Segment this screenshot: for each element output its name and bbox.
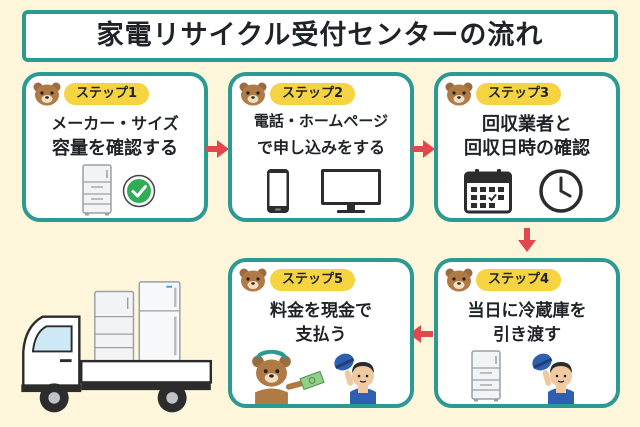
- step-4-header: ステップ4: [444, 267, 604, 293]
- bear-icon: [239, 268, 267, 292]
- smartphone-icon: [267, 169, 289, 213]
- step-2-card: ステップ2 電話・ホームページ で申し込みをする: [228, 72, 414, 222]
- step-5-line-2: 支払う: [295, 325, 347, 345]
- page-title: 家電リサイクル受付センターの流れ: [96, 20, 544, 51]
- refrigerator-icon: [471, 350, 501, 402]
- step-1-card: ステップ1 メーカー・サイズ 容量を確認する: [22, 72, 208, 222]
- step-1-line-1: メーカー・サイズ: [51, 114, 179, 133]
- step-2-line-1: 電話・ホームページ: [253, 112, 389, 130]
- refrigerator-icon: [94, 290, 135, 362]
- bear-icon: [445, 268, 473, 292]
- step-4-card: ステップ4 当日に冷蔵庫を 引き渡す: [434, 258, 620, 408]
- step-4-line-1: 当日に冷蔵庫を: [467, 301, 587, 321]
- bear-icon: [33, 82, 61, 106]
- step-3-header: ステップ3: [444, 81, 604, 107]
- step-5-header: ステップ5: [238, 267, 398, 293]
- step-2-header: ステップ2: [238, 81, 398, 107]
- step-2-line-2: で申し込みをする: [256, 138, 385, 157]
- step-2-label: ステップ2: [270, 83, 356, 105]
- step-3-line-1: 回収業者と: [482, 114, 572, 135]
- worker-icon: [532, 353, 574, 404]
- worker-icon: [334, 353, 376, 404]
- step-1-label: ステップ1: [64, 83, 150, 105]
- bear-icon: [239, 82, 267, 106]
- bear-icon: [445, 82, 473, 106]
- step-5-label: ステップ5: [270, 269, 356, 291]
- arrow-right-icon: [205, 140, 229, 158]
- arrow-right-icon: [411, 140, 435, 158]
- clock-icon: [539, 169, 583, 213]
- step-4-label: ステップ4: [476, 269, 562, 291]
- refrigerator-icon: [82, 164, 112, 216]
- truck-with-refrigerators-illustration: [21, 281, 213, 413]
- step-1-header: ステップ1: [32, 81, 192, 107]
- arrow-down-icon: [518, 228, 536, 252]
- step-3-label: ステップ3: [476, 83, 562, 105]
- step-3-line-2: 回収日時の確認: [464, 138, 590, 159]
- title-banner: 家電リサイクル受付センターの流れ: [22, 10, 618, 62]
- bear-with-money-icon: [252, 349, 325, 404]
- step-3-card: ステップ3 回収業者と 回収日時の確認: [434, 72, 620, 222]
- check-circle-icon: [122, 174, 156, 208]
- step-5-line-1: 料金を現金で: [270, 301, 372, 321]
- refrigerator-icon: [138, 281, 181, 362]
- monitor-icon: [321, 169, 381, 213]
- step-5-card: ステップ5 料金を現金で 支払う: [228, 258, 414, 408]
- step-1-line-2: 容量を確認する: [52, 138, 178, 159]
- step-4-line-2: 引き渡す: [493, 325, 561, 345]
- arrow-left-icon: [409, 325, 433, 343]
- calendar-icon: [464, 169, 512, 214]
